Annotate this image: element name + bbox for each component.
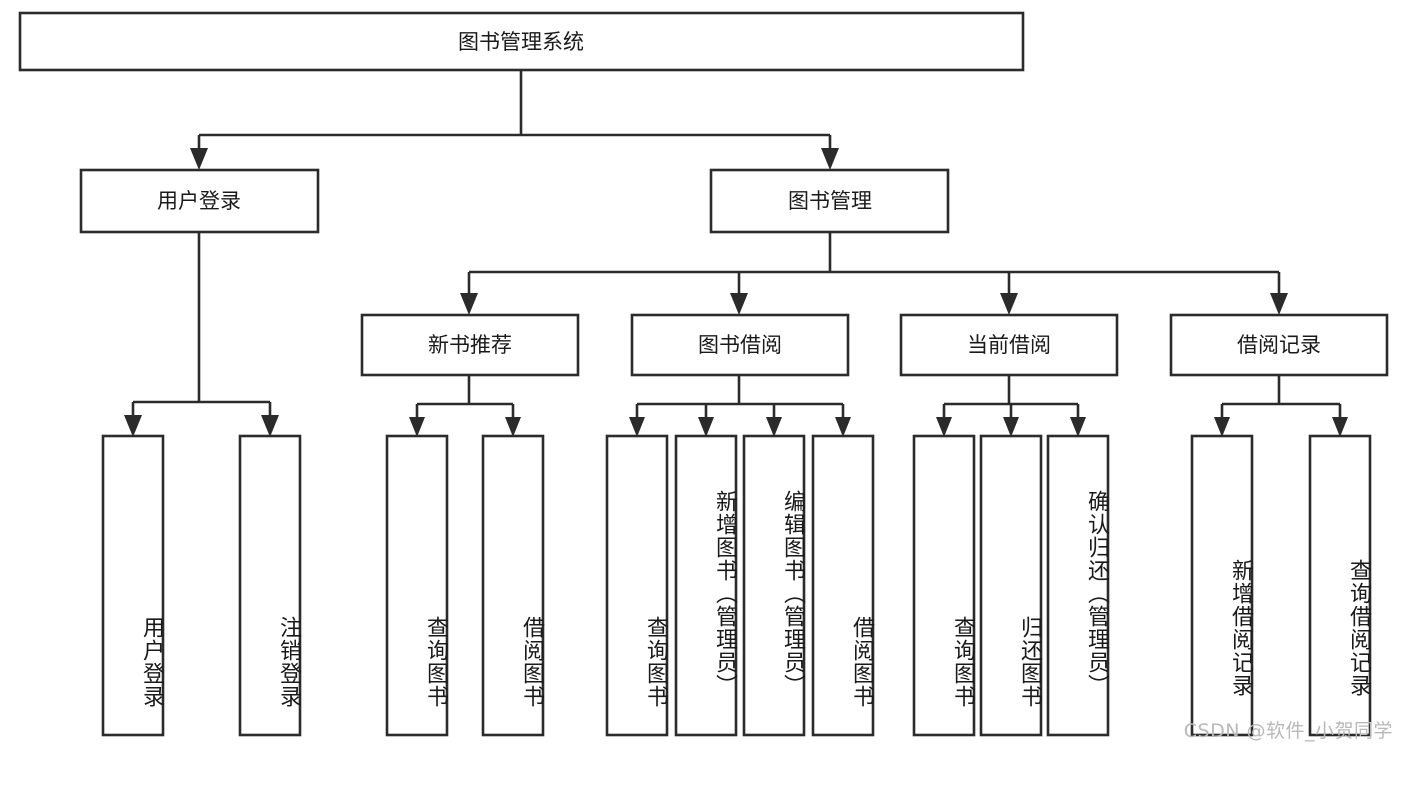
arrowhead-current [1000,293,1018,315]
arrowhead-recommend [460,293,478,315]
leaf-box-recommend-query-book[interactable] [385,434,449,737]
node-label-root: 图书管理系统 [458,30,584,54]
leaf-box-borrow-borrow-book[interactable] [811,434,875,737]
leaf-box-user-login[interactable] [101,434,165,737]
watermark-text: CSDN @软件_小贺同学 [1183,720,1393,742]
leaf-box-logout[interactable] [238,434,302,737]
connector-layer [131,70,1342,419]
node-box-root[interactable] [18,11,1025,72]
diagram-canvas: 图书管理系统 用户登录 图书管理 新书推荐 图书借阅 当前借阅 借阅记录 [18,11,1393,742]
node-borrow-record[interactable]: 借阅记录 [1169,313,1389,377]
arrowhead-record [1270,293,1288,315]
leaf-box-record-add-record[interactable] [1190,434,1254,737]
arrowhead-borrow-leaf-4 [835,417,851,437]
node-box-book-borrow[interactable] [630,313,850,377]
node-book-borrow[interactable]: 图书借阅 [630,313,850,377]
arrowhead-leaf-logout [261,415,279,437]
node-label-new-book-recommend: 新书推荐 [428,333,512,357]
node-box-borrow-record[interactable] [1169,313,1389,377]
leaf-box-record-query-record[interactable] [1308,434,1372,737]
leaf-box-borrow-query-book[interactable] [605,434,669,737]
arrowhead-current-leaf-1 [936,417,952,437]
arrowhead-record-leaf-1 [1214,417,1230,437]
root-node[interactable]: 图书管理系统 [18,11,1025,72]
arrowhead-borrow [730,293,748,315]
node-label-borrow-record: 借阅记录 [1237,333,1321,357]
node-label-user-login: 用户登录 [157,189,241,213]
node-box-user-login[interactable] [79,168,320,234]
node-user-login[interactable]: 用户登录 [79,168,320,234]
arrowhead-borrow-leaf-3 [766,417,782,437]
leaf-box-recommend-borrow-book[interactable] [481,434,545,737]
arrowhead-book-manage [821,148,839,170]
leaf-box-borrow-add-book[interactable] [674,434,738,737]
arrowhead-borrow-leaf-1 [629,417,645,437]
arrowhead-current-leaf-2 [1003,417,1019,437]
arrowhead-leaf-user-login [124,415,142,437]
arrowhead-user-login [190,148,208,170]
arrowhead-recommend-leaf-2 [505,417,521,437]
node-label-current-borrow: 当前借阅 [967,333,1051,357]
leaf-box-layer [101,434,1372,737]
node-box-new-book-recommend[interactable] [360,313,580,377]
leaf-box-borrow-edit-book[interactable] [742,434,806,737]
arrowhead-record-leaf-2 [1332,417,1348,437]
node-new-book-recommend[interactable]: 新书推荐 [360,313,580,377]
leaf-box-current-query-book[interactable] [912,434,976,737]
leaf-box-current-confirm-return[interactable] [1046,434,1110,737]
node-box-book-manage[interactable] [709,168,950,234]
node-label-book-borrow: 图书借阅 [698,333,782,357]
node-box-current-borrow[interactable] [899,313,1119,377]
tree-diagram-svg: 图书管理系统 用户登录 图书管理 新书推荐 图书借阅 当前借阅 借阅记录 [18,11,1389,737]
arrowhead-borrow-leaf-2 [698,417,714,437]
arrowhead-recommend-leaf-1 [409,417,425,437]
arrowhead-current-leaf-3 [1070,417,1086,437]
node-book-manage[interactable]: 图书管理 [709,168,950,234]
leaf-box-current-return-book[interactable] [979,434,1043,737]
node-current-borrow[interactable]: 当前借阅 [899,313,1119,377]
node-label-book-manage: 图书管理 [788,189,872,213]
arrowhead-layer [124,148,1348,437]
